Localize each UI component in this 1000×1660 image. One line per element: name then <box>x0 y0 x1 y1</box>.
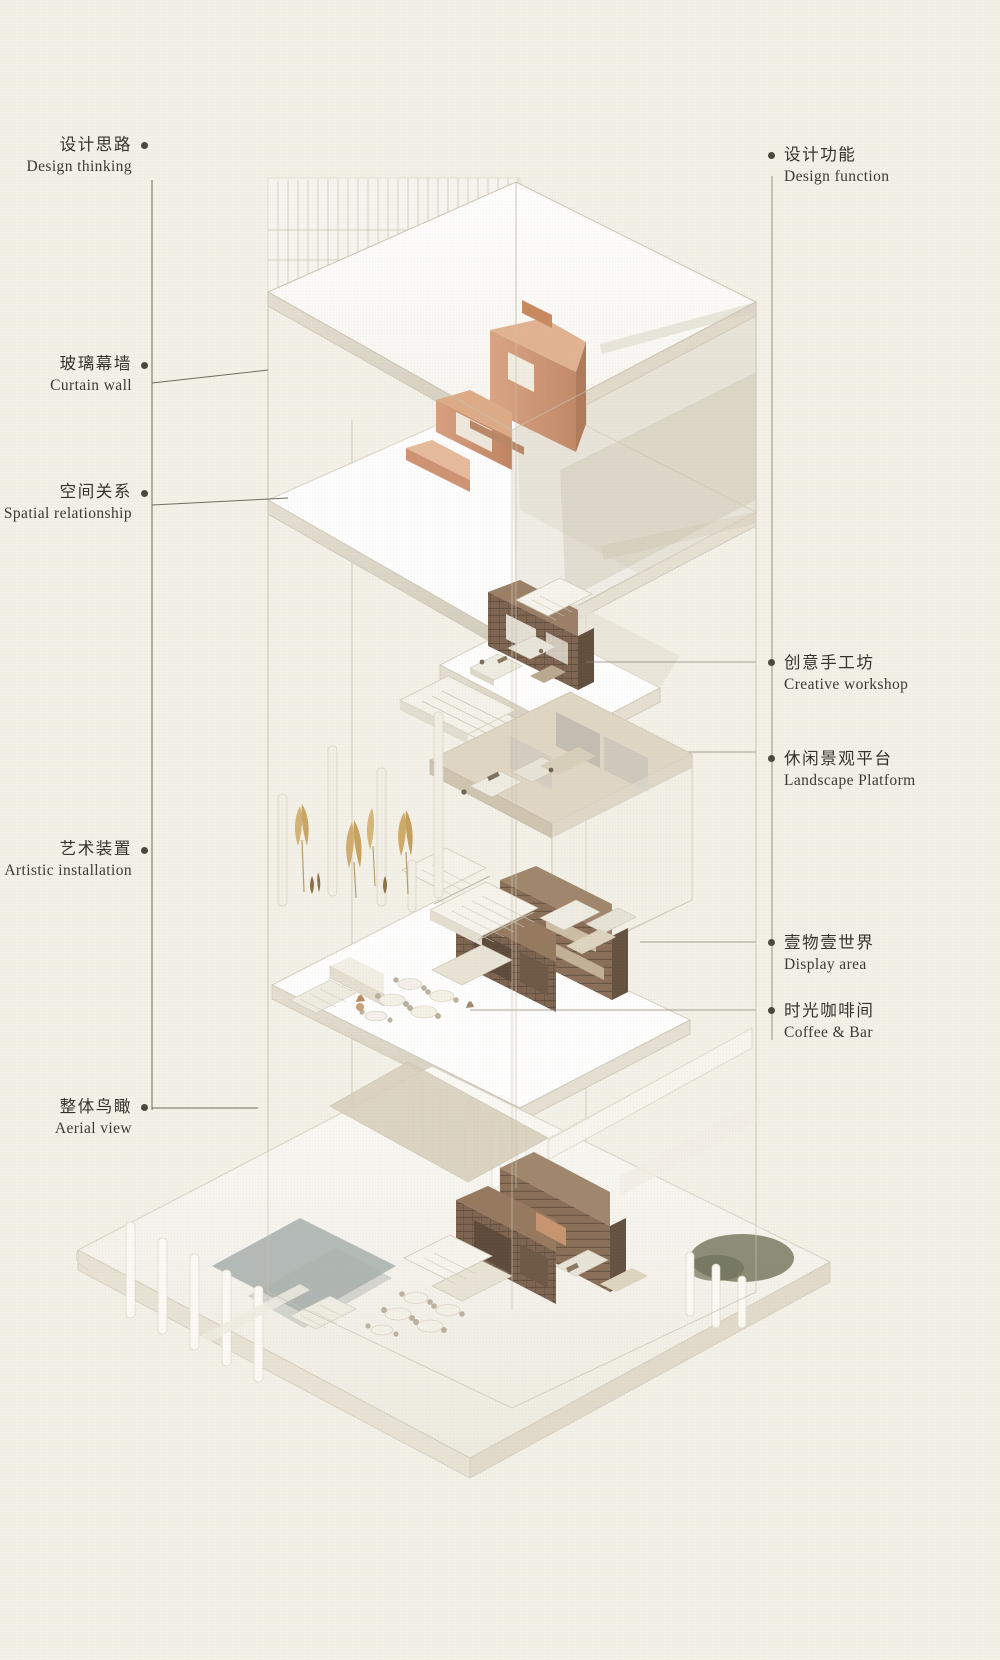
dot-design-function <box>768 152 775 159</box>
label-landscape-platform-en: Landscape Platform <box>784 772 916 790</box>
layer-ground-aerial <box>75 1027 832 1479</box>
label-landscape-platform[interactable]: 休闲景观平台 Landscape Platform <box>784 748 916 791</box>
label-spatial-relationship[interactable]: 空间关系 Spatial relationship <box>0 481 132 524</box>
layer-display-coffee <box>270 691 756 1123</box>
artistic-installation-group <box>277 711 444 913</box>
label-curtain-wall-cn: 玻璃幕墙 <box>59 354 132 373</box>
dot-design-thinking <box>141 142 148 149</box>
label-aerial-view-cn: 整体鸟瞰 <box>59 1097 132 1116</box>
label-landscape-platform-cn: 休闲景观平台 <box>784 749 893 768</box>
label-coffee-bar-en: Coffee & Bar <box>784 1024 873 1042</box>
label-aerial-view-en: Aerial view <box>54 1120 132 1138</box>
label-coffee-bar-cn: 时光咖啡间 <box>784 1001 875 1020</box>
label-aerial-view[interactable]: 整体鸟瞰 Aerial view <box>0 1096 132 1139</box>
label-artistic-installation-cn: 艺术装置 <box>59 839 132 858</box>
label-design-function-cn: 设计功能 <box>784 145 857 164</box>
label-display-area[interactable]: 壹物壹世界 Display area <box>784 932 875 975</box>
label-design-thinking[interactable]: 设计思路 Design thinking <box>0 134 132 177</box>
dot-artistic-installation <box>141 847 148 854</box>
dot-creative-workshop <box>768 659 775 666</box>
label-creative-workshop[interactable]: 创意手工坊 Creative workshop <box>784 652 908 695</box>
label-spatial-relationship-en: Spatial relationship <box>3 505 132 523</box>
label-creative-workshop-cn: 创意手工坊 <box>784 653 875 672</box>
dot-display-area <box>768 939 775 946</box>
label-creative-workshop-en: Creative workshop <box>784 676 909 694</box>
label-display-area-en: Display area <box>784 956 867 974</box>
label-artistic-installation[interactable]: 艺术装置 Artistic installation <box>0 838 132 881</box>
label-spatial-relationship-cn: 空间关系 <box>59 482 132 501</box>
label-design-thinking-cn: 设计思路 <box>59 135 132 154</box>
dot-curtain-wall <box>141 362 148 369</box>
label-design-function-en: Design function <box>784 168 890 186</box>
dot-aerial-view <box>141 1104 148 1111</box>
label-design-function[interactable]: 设计功能 Design function <box>784 144 889 187</box>
dot-spatial-relationship <box>141 490 148 497</box>
label-display-area-cn: 壹物壹世界 <box>784 933 875 952</box>
layer-curtain-wall <box>266 177 758 445</box>
label-curtain-wall[interactable]: 玻璃幕墙 Curtain wall <box>0 353 132 396</box>
label-artistic-installation-en: Artistic installation <box>4 862 132 880</box>
bounding-volume <box>267 181 757 1409</box>
dot-landscape-platform <box>768 755 775 762</box>
terracotta-walls <box>406 300 586 492</box>
label-curtain-wall-en: Curtain wall <box>50 377 132 395</box>
label-design-thinking-en: Design thinking <box>26 158 132 176</box>
dot-coffee-bar <box>768 1007 775 1014</box>
label-coffee-bar[interactable]: 时光咖啡间 Coffee & Bar <box>784 1000 875 1043</box>
